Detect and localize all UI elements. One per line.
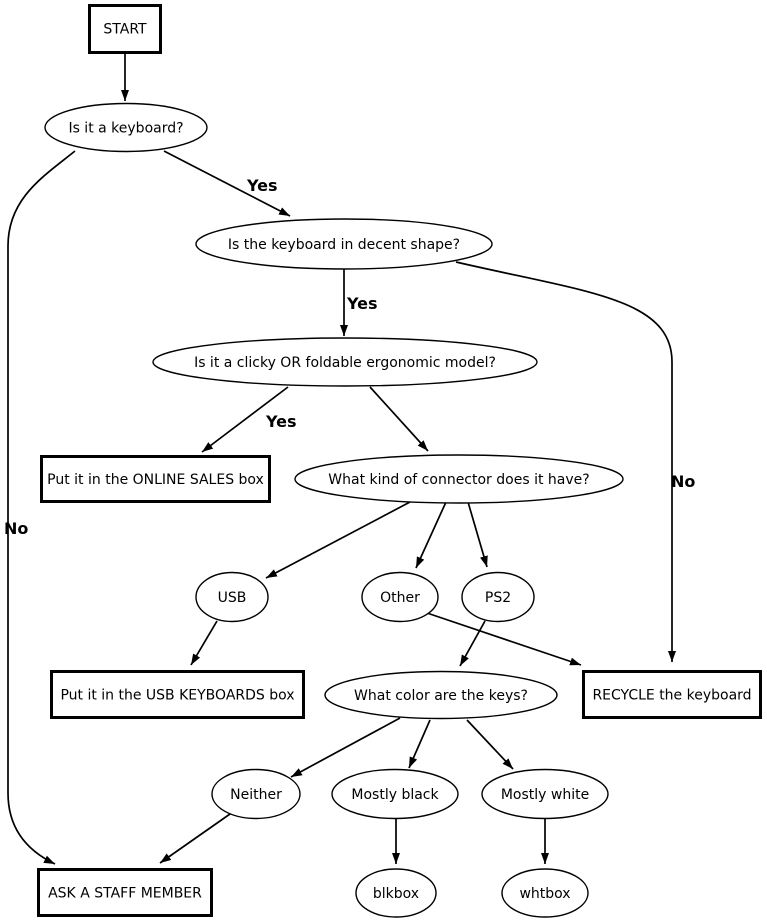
edge-is-keyboard-yes (163, 150, 291, 217)
node-blkbox: blkbox (355, 868, 437, 918)
edge-label-yes-decent-shape: Yes (346, 294, 378, 313)
edge-other-to-recycle (426, 612, 582, 666)
node-mostly-black: Mostly black (331, 768, 459, 820)
node-online-sales: Put it in the ONLINE SALES box (40, 455, 271, 503)
node-usb: USB (195, 571, 269, 623)
edge-clicky-yes (201, 386, 289, 453)
other-label: Other (380, 590, 420, 606)
edge-ps2-to-what-color (459, 620, 486, 667)
recycle-label: RECYCLE the keyboard (592, 688, 751, 704)
usb-label: USB (218, 590, 247, 606)
edge-label-yes-clicky: Yes (265, 412, 297, 431)
node-usb-keyboards: Put it in the USB KEYBOARDS box (50, 670, 305, 719)
decent-shape-label: Is the keyboard in decent shape? (228, 237, 460, 253)
connector-ellipse-shape (294, 454, 624, 504)
node-decent-shape: Is the keyboard in decent shape? (195, 218, 493, 270)
is-keyboard-label: Is it a keyboard? (68, 121, 183, 137)
node-connector: What kind of connector does it have? (294, 454, 624, 504)
usb-ellipse-shape (195, 571, 269, 623)
node-neither: Neither (211, 768, 301, 820)
edge-connector-to-usb (265, 501, 411, 579)
ask-staff-label: ASK A STAFF MEMBER (48, 886, 202, 902)
usb-keyboards-label: Put it in the USB KEYBOARDS box (60, 688, 294, 704)
neither-label: Neither (230, 787, 282, 803)
node-whtbox: whtbox (501, 868, 589, 918)
node-other: Other (361, 571, 439, 623)
start-box-shape (88, 4, 162, 54)
edge-what-color-to-neither (290, 717, 401, 778)
blkbox-label: blkbox (373, 886, 419, 902)
edges (7, 53, 676, 865)
edge-connector-to-other (415, 501, 447, 569)
neither-ellipse-shape (211, 768, 301, 820)
node-ps2: PS2 (461, 571, 535, 623)
what-color-ellipse-shape (324, 670, 558, 720)
node-ask-staff: ASK A STAFF MEMBER (37, 868, 213, 917)
whtbox-ellipse-shape (501, 868, 589, 918)
node-start: START (88, 4, 162, 54)
node-clicky-model: Is it a clicky OR foldable ergonomic mod… (152, 337, 538, 387)
node-mostly-white: Mostly white (481, 768, 609, 820)
edge-label-no-decent-shape: No (671, 472, 695, 491)
edge-what-color-to-mostly-black (408, 719, 431, 769)
connector-label: What kind of connector does it have? (328, 472, 589, 488)
mostly-white-label: Mostly white (501, 787, 589, 803)
ps2-label: PS2 (485, 590, 511, 606)
node-is-keyboard: Is it a keyboard? (44, 102, 208, 153)
other-ellipse-shape (361, 571, 439, 623)
edge-decent-shape-no (455, 261, 676, 662)
edge-usb-to-usb-keyboards (190, 620, 218, 666)
edge-what-color-to-mostly-white (466, 719, 514, 770)
ps2-ellipse-shape (461, 571, 535, 623)
online-sales-label: Put it in the ONLINE SALES box (47, 472, 264, 488)
edge-label-yes-is-keyboard: Yes (246, 176, 278, 195)
decent-shape-ellipse-shape (195, 218, 493, 270)
usb-keyboards-box-shape (50, 670, 305, 719)
online-sales-box-shape (40, 455, 271, 503)
edge-label-no-is-keyboard: No (4, 519, 28, 538)
whtbox-label: whtbox (519, 886, 570, 902)
mostly-white-ellipse-shape (481, 768, 609, 820)
what-color-label: What color are the keys? (354, 688, 528, 704)
edge-connector-to-ps2 (467, 501, 488, 568)
edge-neither-to-ask-staff (159, 813, 231, 864)
edge-clicky-to-connector (369, 386, 429, 452)
mostly-black-ellipse-shape (331, 768, 459, 820)
mostly-black-label: Mostly black (351, 787, 439, 803)
clicky-model-ellipse-shape (152, 337, 538, 387)
recycle-box-shape (582, 670, 762, 719)
start-label: START (103, 22, 147, 38)
node-recycle: RECYCLE the keyboard (582, 670, 762, 719)
is-keyboard-ellipse-shape (44, 102, 208, 153)
blkbox-ellipse-shape (355, 868, 437, 918)
ask-staff-box-shape (37, 868, 213, 917)
edge-is-keyboard-no (7, 150, 76, 865)
node-what-color: What color are the keys? (324, 670, 558, 720)
clicky-model-label: Is it a clicky OR foldable ergonomic mod… (194, 355, 496, 371)
